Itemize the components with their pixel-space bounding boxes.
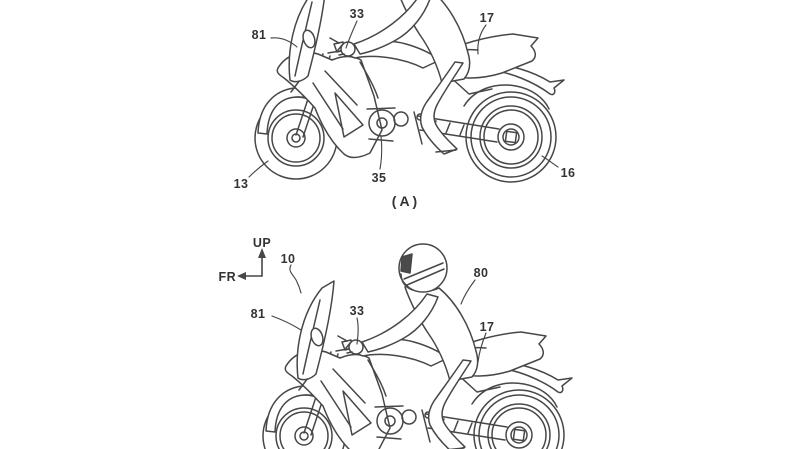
figure-b: UP FR 10 81 33 80 17 xyxy=(219,236,573,449)
leader-line-81 xyxy=(271,315,302,331)
axis-arrowheads xyxy=(237,248,266,280)
ref-label-10: 10 xyxy=(281,252,296,266)
figure-a-labels: 81 33 17 13 35 16 (A) xyxy=(234,7,576,209)
fr-arrowhead-icon xyxy=(237,272,246,280)
ref-label-17-top: 17 xyxy=(480,11,495,25)
ref-label-81-bottom: 81 xyxy=(251,307,266,321)
leader-line-17 xyxy=(477,24,487,55)
ref-label-16: 16 xyxy=(561,166,576,180)
figure-b-leader-lines xyxy=(271,264,487,363)
leader-line-17 xyxy=(477,332,487,363)
leader-line-35 xyxy=(379,135,383,170)
ref-label-81-top: 81 xyxy=(252,28,267,42)
axis-indicator: UP FR xyxy=(219,236,271,284)
axis-arrow-lines xyxy=(244,256,263,277)
figure-b-labels: 10 81 33 80 17 xyxy=(251,252,495,334)
motorcycle-and-rider-bottom xyxy=(262,243,573,449)
axis-labels: UP FR xyxy=(219,236,271,284)
up-axis-label: UP xyxy=(253,236,271,250)
leader-line-33 xyxy=(345,20,358,49)
motorcycle-and-rider-top xyxy=(254,0,565,183)
leader-line-16 xyxy=(541,155,559,168)
leader-line-81 xyxy=(270,37,298,48)
leader-line-33 xyxy=(356,317,359,345)
figure-a-caption: (A) xyxy=(392,193,420,209)
figure-a-leader-lines xyxy=(248,20,559,178)
figure-a: 81 33 17 13 35 16 (A) xyxy=(234,0,576,209)
leader-line-10 xyxy=(289,264,302,294)
ref-label-13: 13 xyxy=(234,177,249,191)
ref-label-17-bottom: 17 xyxy=(480,320,495,334)
ref-label-35: 35 xyxy=(372,171,387,185)
ref-label-33-top: 33 xyxy=(350,7,365,21)
ref-label-80: 80 xyxy=(474,266,489,280)
fr-axis-label: FR xyxy=(219,270,236,284)
up-arrowhead-icon xyxy=(258,248,266,258)
leader-line-80 xyxy=(460,279,476,305)
ref-label-33-bottom: 33 xyxy=(350,304,365,318)
leader-line-13 xyxy=(248,160,269,178)
